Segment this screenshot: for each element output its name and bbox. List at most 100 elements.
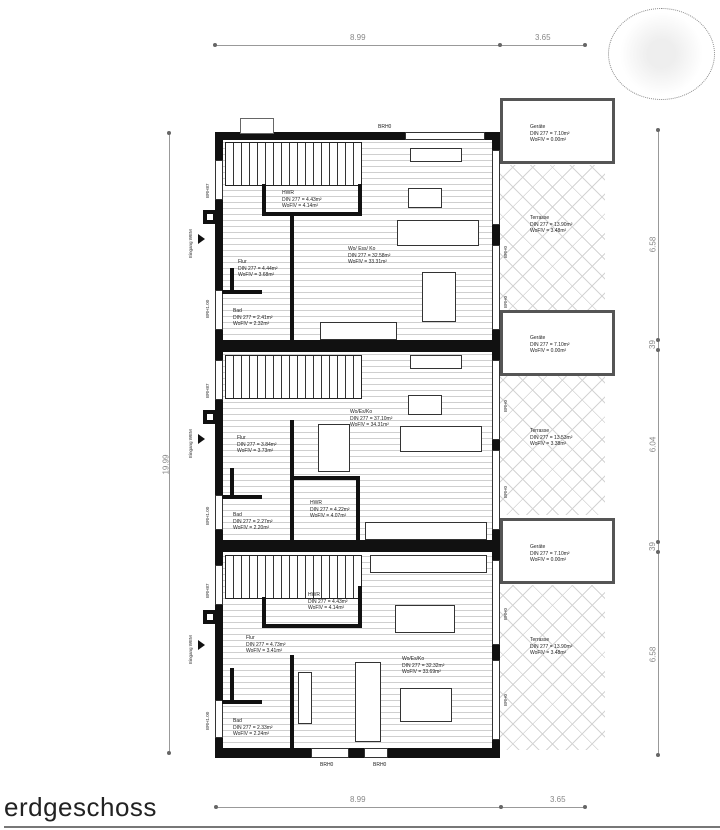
bottom-dim-left: 8.99	[350, 795, 366, 804]
interior-wall	[262, 624, 362, 628]
interior-wall	[222, 495, 262, 499]
interior-wall	[290, 476, 360, 480]
window	[492, 150, 500, 225]
brh-label: BRH0	[503, 693, 508, 706]
right-dim-2: 39	[647, 340, 657, 349]
page-title: erdgeschoss	[4, 792, 157, 822]
bottom-dim-right: 3.65	[550, 795, 566, 804]
sofa	[355, 662, 381, 742]
dim-marker	[213, 43, 217, 47]
entrance-pillar	[203, 410, 217, 424]
shed-2	[500, 310, 615, 376]
sofa	[397, 220, 479, 246]
window	[492, 360, 500, 440]
tv-table	[408, 188, 442, 208]
entrance-arrow-icon	[198, 434, 205, 444]
interior-wall	[358, 184, 362, 216]
right-dim-1: 6.58	[648, 236, 658, 253]
window	[492, 450, 500, 530]
dim-marker	[167, 131, 171, 135]
dining-table	[422, 272, 456, 322]
brh-label: BRH0	[503, 399, 508, 412]
top-dim-left: 8.99	[350, 33, 366, 42]
interior-wall	[290, 420, 294, 540]
dim-marker	[214, 805, 218, 809]
sideboard	[410, 355, 462, 369]
entrance-pillar	[203, 210, 217, 224]
exterior-wall-right	[492, 132, 500, 758]
brh-label: BRH0	[503, 607, 508, 620]
window	[215, 495, 223, 530]
brh-label: BRH1.00	[205, 506, 210, 525]
bottom-dimension-line	[216, 807, 585, 808]
brh-label: BRH87	[205, 383, 210, 398]
tree-icon	[608, 8, 715, 100]
shed-1	[500, 98, 615, 164]
window	[405, 132, 485, 140]
entrance-label: Eingang WEM	[188, 229, 193, 258]
right-dim-4: 39	[647, 542, 657, 551]
dining-table	[400, 688, 452, 722]
tv-table	[408, 395, 442, 415]
sofa	[400, 426, 482, 452]
kitchen-counter	[365, 522, 487, 540]
right-dimension-line	[658, 130, 659, 756]
sideboard	[410, 148, 462, 162]
kitchen-counter	[370, 555, 487, 573]
dim-marker	[656, 550, 660, 554]
dim-marker	[656, 753, 660, 757]
interior-wall	[262, 597, 266, 627]
brh-label: BRH1.00	[205, 711, 210, 730]
interior-wall	[222, 700, 262, 704]
shed-3	[500, 518, 615, 584]
dim-marker	[583, 43, 587, 47]
brh-label: BRH87	[205, 583, 210, 598]
window	[215, 360, 223, 400]
brh-label: BRH0	[503, 245, 508, 258]
left-dimension-line	[169, 133, 170, 753]
staircase	[225, 142, 362, 186]
dining-table	[318, 424, 350, 472]
interior-wall	[230, 468, 234, 498]
sideboard	[298, 672, 312, 724]
window	[215, 565, 223, 605]
dim-marker	[498, 43, 502, 47]
brh-label: BRH1.00	[205, 299, 210, 318]
party-wall-2	[215, 540, 500, 552]
dim-marker	[656, 338, 660, 342]
exterior-wall-top	[215, 132, 500, 140]
interior-wall	[262, 212, 362, 216]
entrance-arrow-icon	[198, 234, 205, 244]
interior-wall	[290, 216, 294, 340]
dim-marker	[499, 805, 503, 809]
entrance-label: Eingang WEM	[188, 429, 193, 458]
terrace-1	[500, 165, 605, 312]
right-dim-5: 6.58	[648, 646, 658, 663]
window	[364, 748, 388, 758]
kitchen-island	[395, 605, 455, 633]
staircase	[225, 355, 362, 399]
interior-wall	[262, 184, 266, 214]
brh-label: BRH0	[373, 762, 387, 768]
brh-label: BRH0	[503, 485, 508, 498]
interior-wall	[358, 586, 362, 628]
brh-label: BRH0	[378, 124, 392, 130]
terrace-2	[500, 375, 605, 515]
brh-label: BRH0	[320, 762, 334, 768]
brh-label: BRH0	[503, 295, 508, 308]
staircase	[225, 555, 362, 599]
left-dim-total: 19.99	[161, 454, 171, 475]
